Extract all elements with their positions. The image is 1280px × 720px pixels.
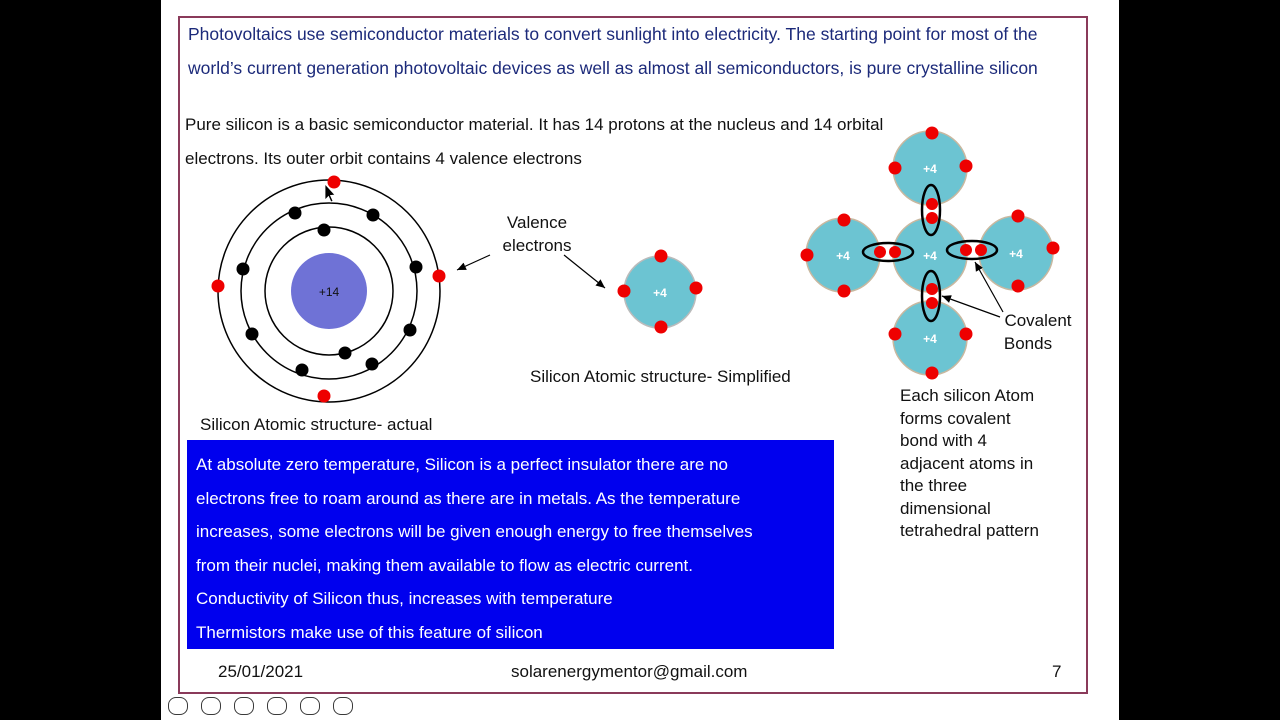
info-line: electrons free to roam around as there a… — [196, 488, 741, 508]
covalent-label-line2: Bonds — [1004, 334, 1052, 353]
slide-grid-button[interactable] — [267, 697, 287, 715]
simplified-atom: +4 — [617, 249, 703, 334]
footer-page-number: 7 — [1052, 662, 1062, 681]
presenter-toolbar — [168, 697, 366, 720]
valence-electron — [654, 249, 668, 263]
bond-electron — [874, 246, 886, 258]
middle-electron — [403, 323, 417, 337]
silicon-lattice: +4 +4 +4 +4 +4 — [800, 126, 1060, 380]
covalent-bond-left — [861, 241, 915, 263]
nucleus-label: +14 — [319, 285, 340, 299]
info-line: increases, some electrons will be given … — [196, 522, 753, 542]
valence-electron — [1046, 241, 1060, 255]
zoom-button[interactable] — [300, 697, 320, 715]
footer-date: 25/01/2021 — [218, 662, 304, 681]
temperature-info-box: At absolute zero temperature, Silicon is… — [187, 440, 834, 649]
valence-electron — [211, 279, 225, 293]
core-label: +4 — [836, 249, 850, 263]
lattice-caption-line: the three — [900, 476, 968, 495]
valence-electron — [888, 327, 902, 341]
valence-arrow-right — [563, 254, 606, 289]
actual-atom: +14 — [211, 175, 446, 403]
valence-electron — [800, 248, 814, 262]
next-slide-button[interactable] — [201, 697, 221, 715]
valence-electron — [888, 161, 902, 175]
valence-electron — [837, 213, 851, 227]
core-label: +4 — [923, 332, 937, 346]
valence-electron — [1011, 209, 1025, 223]
intro-paragraph: Photovoltaics use semiconductor material… — [188, 24, 1038, 78]
middle-electron — [236, 262, 250, 276]
core-label: +4 — [1009, 247, 1023, 261]
inner-electron — [338, 346, 352, 360]
valence-electron — [617, 284, 631, 298]
footer-email: solarenergymentor@gmail.com — [511, 662, 748, 681]
actual-caption: Silicon Atomic structure- actual — [200, 415, 432, 434]
middle-electron — [365, 357, 379, 371]
bond-electron — [975, 244, 987, 256]
middle-electron — [366, 208, 380, 222]
lattice-caption-line: bond with 4 — [900, 431, 987, 450]
lattice-caption-line: adjacent atoms in — [900, 453, 1034, 473]
valence-electron — [959, 159, 973, 173]
lattice-caption-line: Each silicon Atom — [900, 386, 1035, 405]
covalent-arrow-bottom — [941, 295, 1001, 318]
bond-electron — [926, 198, 938, 210]
bond-electron — [926, 212, 938, 224]
middle-electron — [409, 260, 423, 274]
simplified-caption: Silicon Atomic structure- Simplified — [530, 367, 791, 386]
middle-electron — [295, 363, 309, 377]
bond-electron — [960, 244, 972, 256]
lattice-caption-line: dimensional — [900, 498, 991, 518]
valence-electron — [654, 320, 668, 334]
info-line: Thermistors make use of this feature of … — [196, 622, 543, 642]
previous-slide-button[interactable] — [168, 697, 188, 715]
info-line: from their nuclei, making them available… — [196, 555, 693, 575]
info-line: At absolute zero temperature, Silicon is… — [196, 455, 729, 474]
slide-frame — [178, 16, 1088, 694]
lattice-caption-line: forms covalent — [900, 408, 1011, 428]
valence-arrow-left — [456, 254, 491, 271]
middle-electron — [288, 206, 302, 220]
valence-electron — [689, 281, 703, 295]
covalent-arrow-right — [974, 261, 1004, 313]
bond-electron — [926, 297, 938, 309]
core-label: +4 — [923, 249, 937, 263]
bond-electron — [889, 246, 901, 258]
inner-electron — [317, 223, 331, 237]
info-line: Conductivity of Silicon thus, increases … — [196, 589, 613, 609]
valence-label-line2: electrons — [503, 236, 572, 255]
lattice-caption: Each silicon Atom forms covalent bond wi… — [900, 385, 1075, 543]
core-label: +4 — [653, 286, 667, 300]
pure-silicon-paragraph: Pure silicon is a basic semiconductor ma… — [185, 115, 884, 168]
pen-tool-button[interactable] — [234, 697, 254, 715]
valence-electron — [327, 175, 341, 189]
more-options-button[interactable] — [333, 697, 353, 715]
pointer-cursor-icon — [324, 182, 336, 203]
middle-shell — [240, 202, 418, 380]
core-label: +4 — [923, 162, 937, 176]
valence-label-line1: Valence — [507, 213, 567, 232]
valence-electron — [959, 327, 973, 341]
covalent-label-line1: Covalent — [1004, 311, 1071, 330]
valence-electron — [317, 389, 331, 403]
bond-electron — [926, 283, 938, 295]
valence-electron — [432, 269, 446, 283]
covalent-bond-top — [920, 183, 942, 237]
lattice-caption-line: tetrahedral pattern — [900, 521, 1039, 540]
valence-electron — [925, 366, 939, 380]
valence-electron — [837, 284, 851, 298]
nucleus — [291, 253, 367, 329]
covalent-bond-bottom — [920, 269, 942, 323]
valence-electron — [925, 126, 939, 140]
valence-electron — [1011, 279, 1025, 293]
covalent-bond-right — [945, 239, 999, 261]
middle-electron — [245, 327, 259, 341]
